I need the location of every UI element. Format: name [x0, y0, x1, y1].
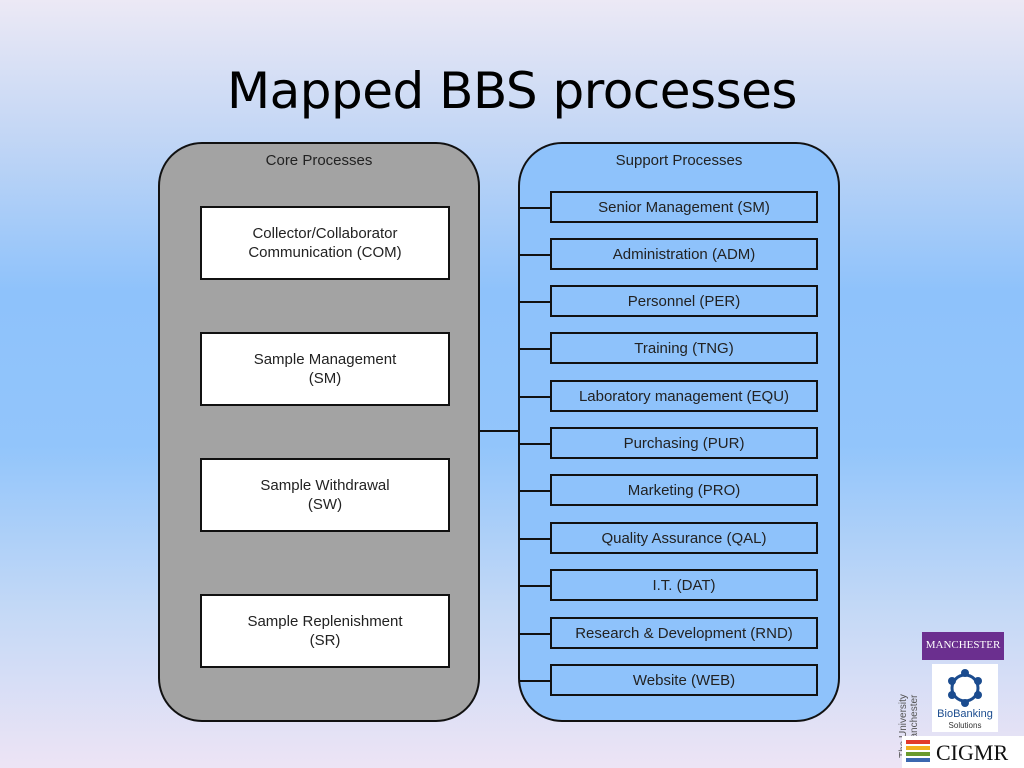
support-process-box: Purchasing (PUR) [550, 427, 818, 459]
core-process-box: Sample Management (SM) [200, 332, 450, 406]
core-process-box: Collector/Collaborator Communication (CO… [200, 206, 450, 280]
connector-stub [520, 207, 550, 209]
core-processes-panel: Core Processes Collector/Collaborator Co… [158, 142, 480, 722]
connector-stub [520, 538, 550, 540]
support-process-box: Administration (ADM) [550, 238, 818, 270]
connector-stub [520, 301, 550, 303]
support-process-box: Laboratory management (EQU) [550, 380, 818, 412]
panel-connector [478, 430, 520, 432]
connector-stub [520, 585, 550, 587]
connector-stub [520, 254, 550, 256]
core-process-box: Sample Replenishment (SR) [200, 594, 450, 668]
biobanking-name: BioBanking [937, 708, 993, 720]
connector-stub [520, 396, 550, 398]
cigmr-logo: CIGMR [902, 736, 1024, 768]
core-processes-title: Core Processes [265, 152, 373, 169]
cigmr-icon [906, 740, 930, 762]
cigmr-text: CIGMR [936, 740, 1009, 765]
support-process-box: Quality Assurance (QAL) [550, 522, 818, 554]
support-process-box: Marketing (PRO) [550, 474, 818, 506]
connector-stub [520, 490, 550, 492]
core-process-box: Sample Withdrawal (SW) [200, 458, 450, 532]
connector-stub [520, 680, 550, 682]
support-process-box: Training (TNG) [550, 332, 818, 364]
support-process-box: Website (WEB) [550, 664, 818, 696]
slide-title: Mapped BBS processes [227, 62, 797, 120]
support-process-box: Research & Development (RND) [550, 617, 818, 649]
support-processes-panel: Support Processes Senior Management (SM)… [518, 142, 840, 722]
biobanking-logo: BioBanking Solutions [932, 664, 998, 732]
connector-stub [520, 633, 550, 635]
logo-area: The University of Manchester MANCHESTER … [896, 628, 1024, 768]
support-process-box: Personnel (PER) [550, 285, 818, 317]
connector-spine [518, 184, 520, 684]
biobanking-subtitle: Solutions [948, 721, 982, 730]
manchester-logo: MANCHESTER 1824 [922, 632, 1004, 677]
biobanking-icon [948, 669, 982, 707]
support-process-box: Senior Management (SM) [550, 191, 818, 223]
connector-stub [520, 348, 550, 350]
support-process-box: I.T. (DAT) [550, 569, 818, 601]
connector-stub [520, 443, 550, 445]
support-processes-title: Support Processes [615, 152, 743, 169]
